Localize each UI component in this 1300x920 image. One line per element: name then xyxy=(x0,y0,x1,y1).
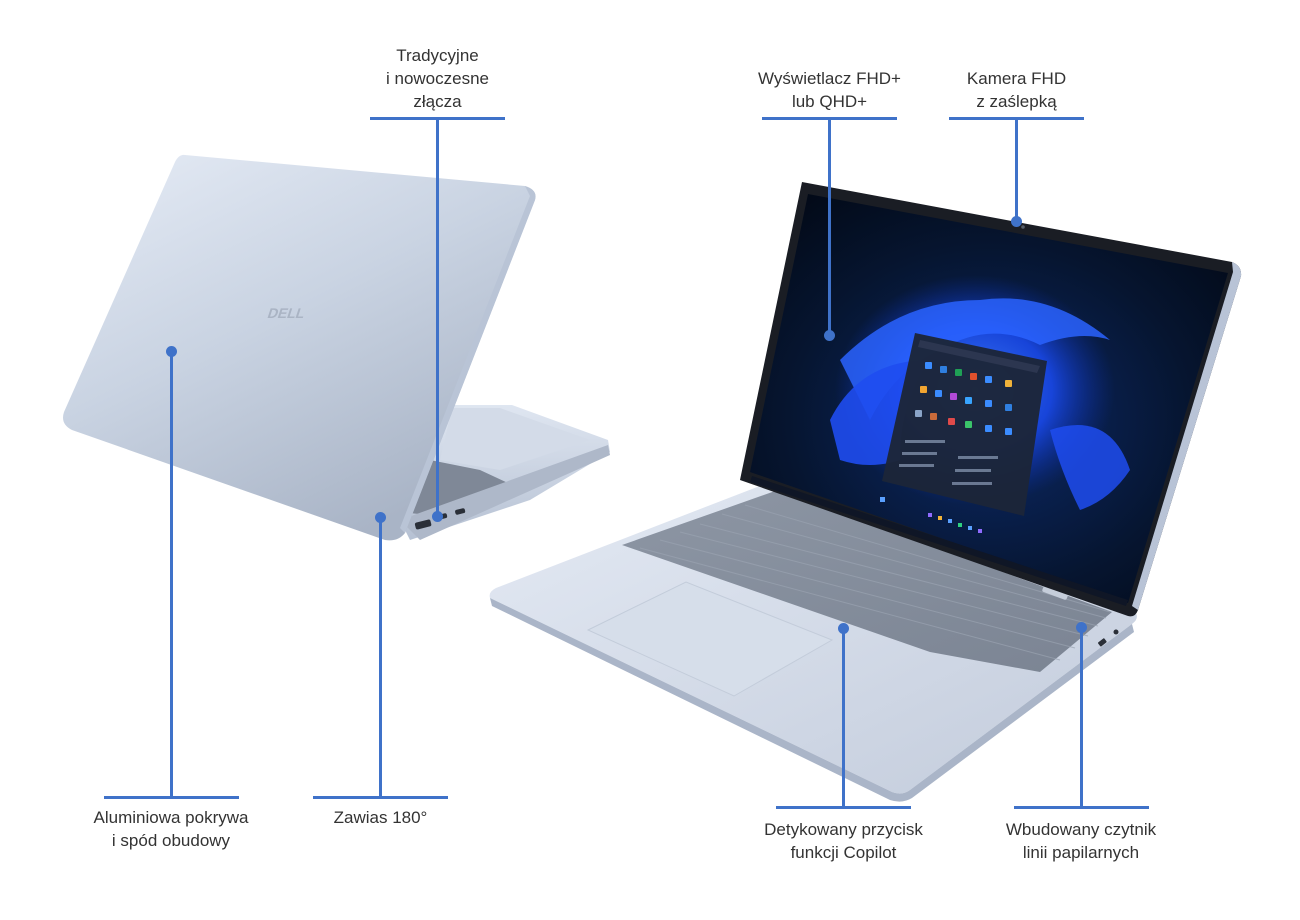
callout-copilot-label: Detykowany przycisk funkcji Copilot xyxy=(764,820,923,862)
callout-chassis-marker xyxy=(166,346,177,357)
callout-camera-marker xyxy=(1011,216,1022,227)
callout-chassis-bar xyxy=(104,796,239,799)
callout-copilot-marker xyxy=(838,623,849,634)
callout-copilot-leader xyxy=(842,629,845,807)
callout-ports-leader xyxy=(436,118,439,516)
callout-hinge-bar xyxy=(313,796,448,799)
callout-chassis-label: Aluminiowa pokrywa i spód obudowy xyxy=(93,808,249,850)
callout-display-leader xyxy=(828,118,831,333)
callout-chassis-leader xyxy=(170,352,173,797)
callout-hinge-label: Zawias 180° xyxy=(333,808,428,827)
callout-fingerprint-label: Wbudowany czytnik linii papilarnych xyxy=(1005,820,1157,862)
dell-logo: DELL xyxy=(265,306,307,322)
rear-laptop: DELL xyxy=(63,154,610,541)
callout-camera-leader xyxy=(1015,118,1018,221)
callout-fingerprint-leader xyxy=(1080,628,1083,807)
callout-ports-marker xyxy=(432,511,443,522)
callout-hinge-marker xyxy=(375,512,386,523)
callout-display-marker xyxy=(824,330,835,341)
callout-ports-label: Tradycyjne i nowoczesne złącza xyxy=(385,46,489,111)
callout-hinge-leader xyxy=(379,518,382,797)
callout-fingerprint-bar xyxy=(1014,806,1149,809)
callout-display-label: Wyświetlacz FHD+ lub QHD+ xyxy=(758,69,901,111)
callout-copilot-bar xyxy=(776,806,911,809)
callout-camera-label: Kamera FHD z zaślepką xyxy=(966,69,1067,111)
front-laptop xyxy=(489,182,1242,802)
callout-fingerprint-marker xyxy=(1076,622,1087,633)
